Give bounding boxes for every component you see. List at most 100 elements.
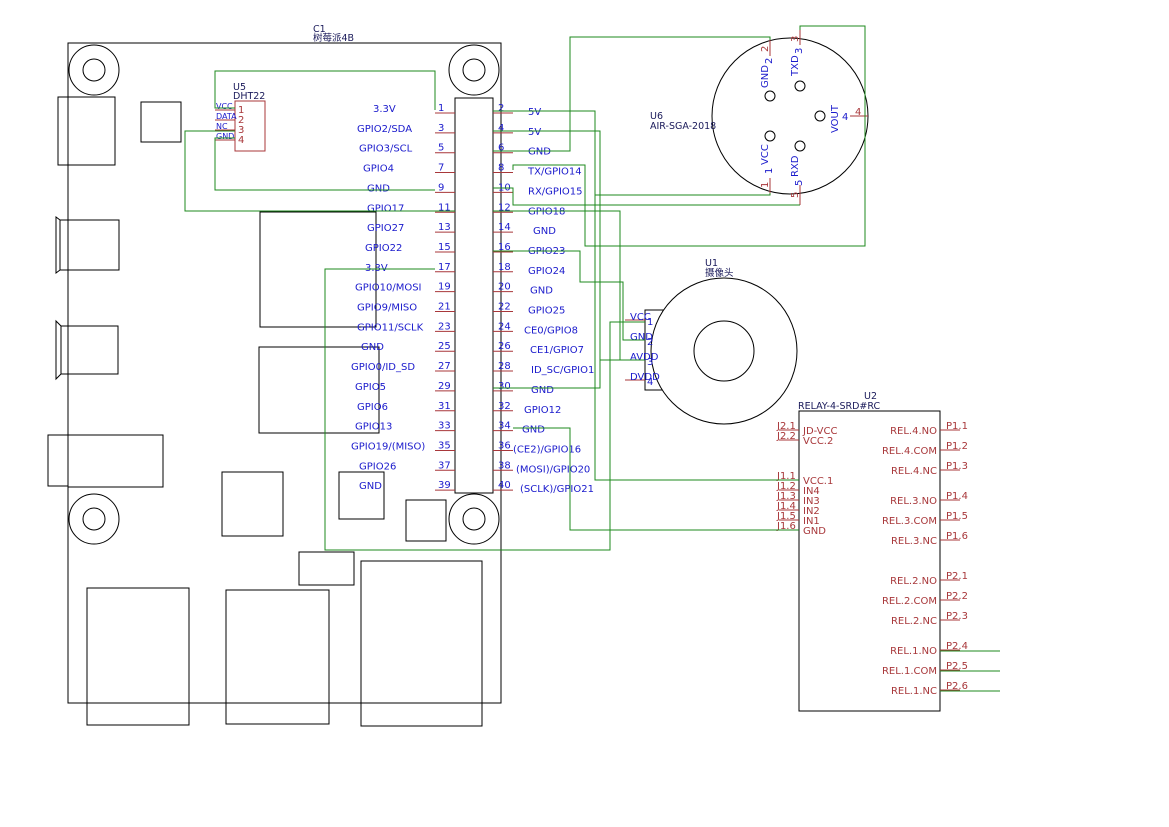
- u2-right-pin-number: P2.1: [946, 571, 968, 582]
- u1-pin-label: GND: [630, 332, 653, 343]
- gpio-left-pin-number: 31: [438, 401, 451, 412]
- gpio-left-label: GPIO11/SCLK: [357, 322, 424, 333]
- mounting-hole: [448, 44, 500, 96]
- wire-relay-gnd: [513, 427, 799, 531]
- chip-block: [405, 499, 447, 542]
- gpio-right-pin-number: 32: [498, 401, 511, 412]
- u2-right-pin-number: P2.3: [946, 611, 968, 622]
- u6-pinnum: 5: [794, 180, 805, 186]
- u1-pin-number: 1: [647, 317, 653, 328]
- u2-right-label: REL.2.NO: [890, 576, 937, 587]
- u5-pin-label: DATA: [216, 112, 237, 121]
- u1-pin-number: 3: [647, 357, 653, 368]
- u5-pin-number: 1: [238, 105, 244, 116]
- chip-block: [338, 471, 385, 520]
- u2-right-pin-number: P1.5: [946, 511, 968, 522]
- u5-name: DHT22: [233, 91, 265, 102]
- u2-left-pin-number: J1.3: [776, 491, 796, 502]
- board-outline: [67, 42, 502, 704]
- u5-pin-label: NC: [216, 122, 228, 131]
- side-connector: [60, 325, 119, 375]
- gpio-right-label: GND: [528, 147, 551, 158]
- u1-pin-number: 4: [647, 377, 653, 388]
- u2-right-pin-number: P2.2: [946, 591, 968, 602]
- u2-right-label: REL.3.COM: [882, 516, 937, 527]
- gpio-pins: 13.3V3GPIO2/SDA5GPIO3/SCL7GPIO49GND11GPI…: [351, 103, 594, 495]
- u5-pin-label: GND: [216, 132, 234, 141]
- gpio-left-pin-number: 35: [438, 440, 451, 451]
- mounting-hole: [68, 493, 120, 545]
- u2-left-label: IN1: [803, 516, 820, 527]
- u2-right-pin-number: P1.2: [946, 441, 968, 452]
- u6-label-vcc: VCC: [760, 144, 771, 165]
- gpio-header: [454, 97, 494, 494]
- gpio-right-pin-number: 14: [498, 222, 511, 233]
- gpio-left-pin-number: 19: [438, 282, 451, 293]
- gpio-right-pin-number: 18: [498, 262, 511, 273]
- gpio-left-pin-number: 17: [438, 262, 451, 273]
- chip-block: [221, 471, 284, 537]
- wire-camera-vcc: [324, 268, 645, 551]
- usb-port: [225, 589, 330, 725]
- wire-relay-vcc: [594, 131, 799, 481]
- gpio-right-pin-number: 16: [498, 242, 511, 253]
- mounting-hole-inner: [462, 507, 486, 531]
- u2-left-label: IN4: [803, 486, 820, 497]
- gpio-right-label: GPIO18: [528, 206, 565, 217]
- side-connector: [59, 219, 120, 271]
- u2-ref: U2: [864, 391, 877, 402]
- gpio-right-pin-number: 38: [498, 460, 511, 471]
- side-connector: [67, 434, 164, 488]
- u1-pin-label: VCC: [630, 312, 651, 323]
- u2-right-pin-number: P1.6: [946, 531, 968, 542]
- u1-pin-label: AVDD: [630, 352, 659, 363]
- u2-left-pin-number: J1.1: [776, 471, 796, 482]
- u6-label-rxd: RXD: [790, 155, 801, 177]
- u6-pin-vout-pad: [814, 110, 826, 122]
- gpio-left-label: GND: [367, 183, 390, 194]
- u6-pin-txd-pad: [794, 80, 806, 92]
- u2-left-label: VCC.2: [803, 436, 833, 447]
- mounting-hole-inner: [82, 58, 106, 82]
- u2-right-label: REL.3.NO: [890, 496, 937, 507]
- u6-pinnum: 2: [760, 46, 771, 52]
- u5-body: [234, 100, 266, 152]
- gpio-left-pin-number: 37: [438, 460, 451, 471]
- mounting-hole: [448, 493, 500, 545]
- gpio-right-pin-number: 2: [498, 103, 504, 114]
- u5-ref: U5: [233, 82, 246, 93]
- u5-pin-label: VCC: [216, 102, 233, 111]
- u2-left-label: GND: [803, 526, 826, 537]
- gpio-right-label: GND: [530, 286, 553, 297]
- gpio-right-pin-number: 36: [498, 440, 511, 451]
- u2-right-label: REL.1.COM: [882, 666, 937, 677]
- gpio-left-label: GPIO4: [363, 164, 394, 175]
- u2-right-pin-number: P2.6: [946, 681, 968, 692]
- gpio-right-label: GPIO12: [524, 405, 561, 416]
- u2-name: RELAY-4-SRD#RC: [798, 401, 880, 412]
- gpio-left-pin-number: 3: [438, 123, 444, 134]
- gpio-left-label: GPIO19/(MISO): [351, 441, 425, 452]
- gpio-left-label: GPIO26: [359, 461, 396, 472]
- u2-left-label: VCC.1: [803, 476, 833, 487]
- gpio-right-pin-number: 6: [498, 143, 504, 154]
- u6-name: AIR-SGA-2018: [650, 121, 716, 132]
- gpio-right-pin-number: 30: [498, 381, 511, 392]
- gpio-left-label: GPIO6: [357, 402, 388, 413]
- gpio-right-pin-number: 28: [498, 361, 511, 372]
- u1-pin-number: 2: [647, 337, 653, 348]
- u6-label-txd: TXD: [790, 55, 801, 77]
- side-connector: [57, 96, 116, 166]
- u2-right-pin-number: P1.3: [946, 461, 968, 472]
- gpio-left-pin-number: 27: [438, 361, 451, 372]
- gpio-right-label: GPIO24: [528, 266, 565, 277]
- u2-right-label: REL.4.COM: [882, 446, 937, 457]
- gpio-right-pin-number: 24: [498, 321, 511, 332]
- connector-lip: [55, 216, 61, 274]
- u2-left-pin-number: J1.6: [776, 521, 796, 532]
- u6-pinnum: 4: [842, 112, 848, 123]
